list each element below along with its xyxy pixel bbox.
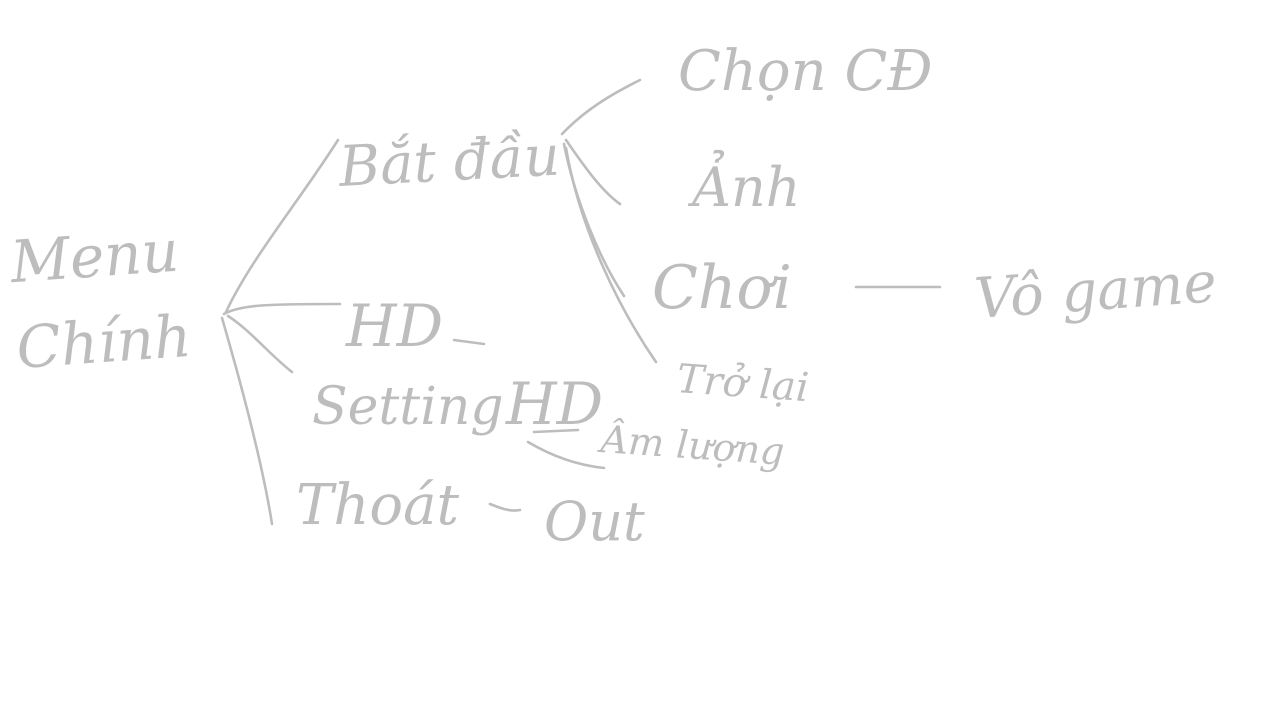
connector-setting-am-luong bbox=[526, 440, 606, 470]
node-setting: Setting bbox=[312, 377, 504, 437]
node-tro-lai: Trở lại bbox=[675, 356, 810, 411]
node-root-line1: Menu bbox=[7, 217, 181, 297]
node-root: Menu Chính bbox=[7, 215, 205, 382]
node-setting-hd: HD bbox=[505, 370, 603, 438]
connector-start-anh bbox=[564, 138, 622, 206]
connector-root-start bbox=[224, 138, 340, 314]
node-thoat: Thoát bbox=[296, 473, 460, 538]
node-root-line2: Chính bbox=[14, 302, 193, 382]
connector-exit-out bbox=[488, 502, 522, 512]
connector-start-tro-lai bbox=[564, 146, 658, 364]
connector-hd-dash bbox=[452, 338, 486, 346]
connector-start-chon-cd bbox=[560, 78, 642, 136]
node-out: Out bbox=[544, 490, 645, 553]
node-hd: HD bbox=[345, 292, 443, 360]
node-am-luong: Âm lượng bbox=[596, 417, 785, 474]
connector-root-hd bbox=[222, 302, 342, 316]
node-choi: Chơi bbox=[652, 253, 792, 323]
node-chon-cd: Chọn CĐ bbox=[678, 39, 933, 104]
connector-root-exit bbox=[220, 316, 274, 526]
connector-start-choi bbox=[562, 142, 626, 298]
node-vo-game: Vô game bbox=[972, 250, 1218, 332]
node-bat-dau: Bắt đầu bbox=[336, 123, 561, 200]
node-anh: Ảnh bbox=[687, 149, 801, 219]
connector-setting-hd bbox=[532, 428, 580, 434]
connector-root-setting bbox=[226, 314, 294, 374]
